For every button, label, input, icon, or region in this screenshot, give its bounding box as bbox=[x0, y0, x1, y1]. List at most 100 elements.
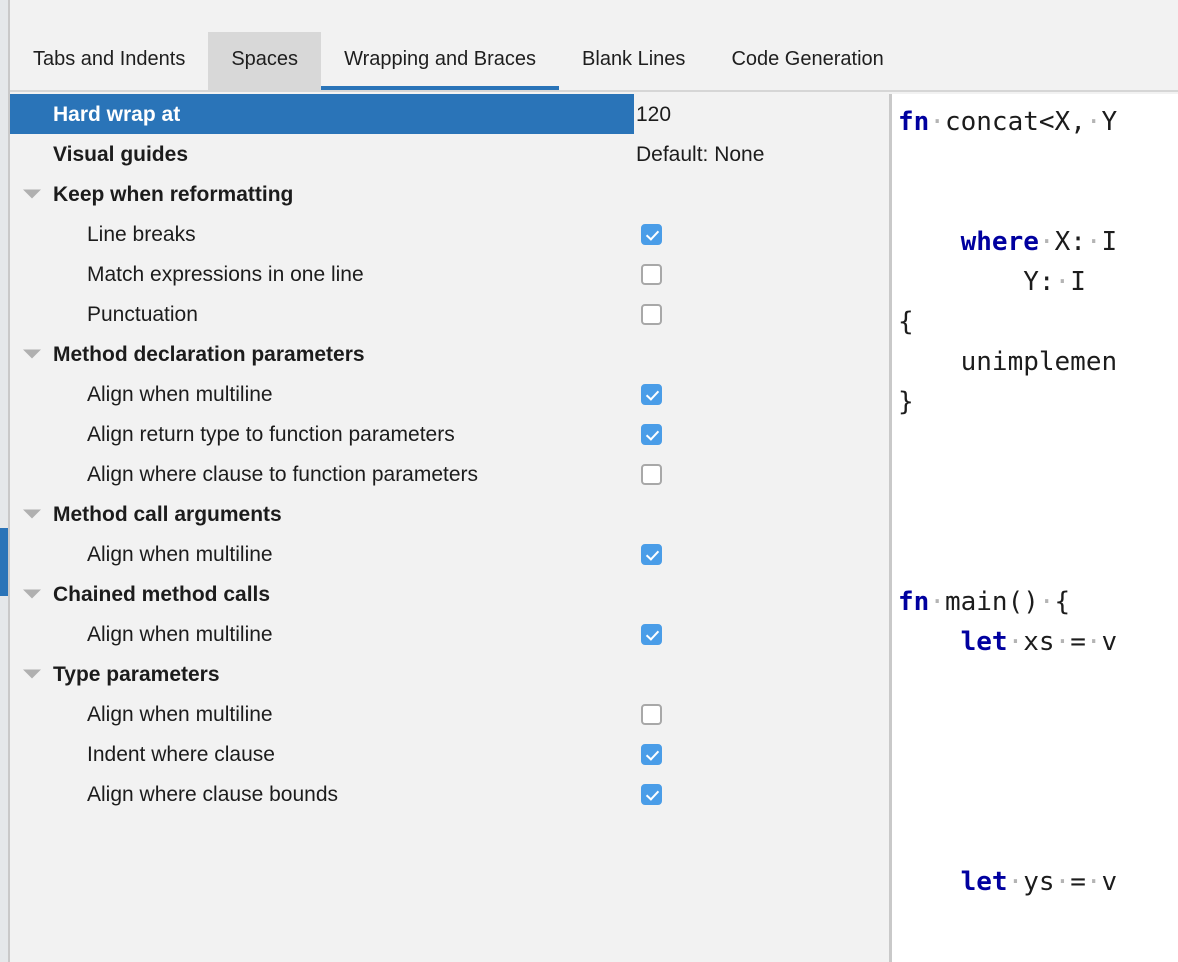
setting-name-cell[interactable]: Method declaration parameters bbox=[10, 334, 634, 374]
setting-value-cell[interactable]: 120 bbox=[634, 94, 889, 134]
settings-row[interactable]: Align when multiline bbox=[10, 374, 889, 414]
settings-row[interactable]: Indent where clause bbox=[10, 734, 889, 774]
setting-name-cell[interactable]: Punctuation bbox=[10, 294, 634, 334]
panel-vertical-scrollbar[interactable] bbox=[0, 0, 8, 962]
setting-name-cell[interactable]: Chained method calls bbox=[10, 574, 634, 614]
setting-name-cell[interactable]: Align return type to function parameters bbox=[10, 414, 634, 454]
setting-name-cell[interactable]: Align where clause to function parameter… bbox=[10, 454, 634, 494]
code-text: = bbox=[1070, 627, 1086, 657]
setting-name-cell[interactable]: Visual guides bbox=[10, 134, 634, 174]
code-text bbox=[898, 627, 961, 657]
code-keyword: let bbox=[960, 867, 1008, 897]
chevron-down-icon[interactable] bbox=[23, 509, 41, 519]
setting-name-cell[interactable]: Method call arguments bbox=[10, 494, 634, 534]
setting-value-cell[interactable]: Default: None bbox=[634, 134, 889, 174]
code-text: = bbox=[1070, 867, 1086, 897]
checkbox-checked[interactable] bbox=[641, 423, 662, 445]
code-line bbox=[898, 702, 1117, 742]
settings-row[interactable]: Align where clause bounds bbox=[10, 774, 889, 814]
settings-group-row[interactable]: Type parameters bbox=[10, 654, 889, 694]
setting-name-cell[interactable]: Hard wrap at bbox=[10, 94, 634, 134]
whitespace-dot: · bbox=[1007, 627, 1024, 657]
setting-value-cell[interactable] bbox=[634, 774, 889, 814]
code-line bbox=[898, 742, 1117, 782]
chevron-down-icon[interactable] bbox=[23, 189, 41, 199]
chevron-down-icon[interactable] bbox=[23, 349, 41, 359]
setting-label: Match expressions in one line bbox=[87, 262, 364, 286]
setting-label: Chained method calls bbox=[53, 582, 271, 606]
chevron-down-icon[interactable] bbox=[23, 589, 41, 599]
setting-value-cell[interactable] bbox=[634, 374, 889, 414]
tab-tabs-and-indents[interactable]: Tabs and Indents bbox=[33, 47, 186, 70]
code-preview-panel[interactable]: fn·concat<X,·Y where·X:·I Y:·I{ unimplem… bbox=[892, 94, 1178, 962]
whitespace-dot: · bbox=[1054, 267, 1071, 297]
whitespace-dot: · bbox=[1085, 627, 1102, 657]
setting-value-cell[interactable] bbox=[634, 614, 889, 654]
setting-value-cell[interactable] bbox=[634, 694, 889, 734]
tab-blank-lines[interactable]: Blank Lines bbox=[582, 47, 686, 70]
whitespace-dot: · bbox=[1038, 587, 1055, 617]
setting-name-cell[interactable]: Align when multiline bbox=[10, 614, 634, 654]
setting-name-cell[interactable]: Indent where clause bbox=[10, 734, 634, 774]
settings-group-row[interactable]: Method declaration parameters bbox=[10, 334, 889, 374]
checkbox-unchecked[interactable] bbox=[641, 703, 662, 725]
setting-value-cell[interactable] bbox=[634, 294, 889, 334]
setting-name-cell[interactable]: Match expressions in one line bbox=[10, 254, 634, 294]
code-text: unimplemen bbox=[898, 347, 1118, 377]
checkbox-unchecked[interactable] bbox=[641, 263, 662, 285]
setting-value-cell[interactable] bbox=[634, 414, 889, 454]
settings-row[interactable]: Line breaks bbox=[10, 214, 889, 254]
scrollbar-thumb[interactable] bbox=[0, 528, 8, 596]
checkbox-unchecked[interactable] bbox=[641, 303, 662, 325]
checkbox-checked[interactable] bbox=[641, 543, 662, 565]
setting-name-cell[interactable]: Line breaks bbox=[10, 214, 634, 254]
setting-value: Default: None bbox=[636, 142, 765, 166]
checkbox-checked[interactable] bbox=[641, 383, 662, 405]
setting-value-cell[interactable] bbox=[634, 534, 889, 574]
checkbox-checked[interactable] bbox=[641, 623, 662, 645]
tab-code-generation[interactable]: Code Generation bbox=[731, 47, 884, 70]
code-keyword: let bbox=[960, 627, 1008, 657]
setting-value-cell[interactable] bbox=[634, 214, 889, 254]
setting-name-cell[interactable]: Keep when reformatting bbox=[10, 174, 634, 214]
setting-value-cell[interactable] bbox=[634, 734, 889, 774]
checkbox-unchecked[interactable] bbox=[641, 463, 662, 485]
setting-name-cell[interactable]: Align when multiline bbox=[10, 374, 634, 414]
settings-row[interactable]: Match expressions in one line bbox=[10, 254, 889, 294]
setting-label: Punctuation bbox=[87, 302, 198, 326]
tab-spaces[interactable]: Spaces bbox=[208, 32, 322, 90]
setting-name-cell[interactable]: Align when multiline bbox=[10, 534, 634, 574]
setting-value-cell[interactable] bbox=[634, 454, 889, 494]
settings-row[interactable]: Align where clause to function parameter… bbox=[10, 454, 889, 494]
settings-group-row[interactable]: Method call arguments bbox=[10, 494, 889, 534]
checkbox-checked[interactable] bbox=[641, 743, 662, 765]
settings-row[interactable]: Align return type to function parameters bbox=[10, 414, 889, 454]
settings-group-row[interactable]: Keep when reformatting bbox=[10, 174, 889, 214]
setting-value-cell[interactable] bbox=[634, 254, 889, 294]
checkbox-checked[interactable] bbox=[641, 783, 662, 805]
code-line bbox=[898, 502, 1117, 542]
setting-name-cell[interactable]: Align where clause bounds bbox=[10, 774, 634, 814]
code-text bbox=[898, 867, 961, 897]
settings-row[interactable]: Align when multiline bbox=[10, 694, 889, 734]
whitespace-dot: · bbox=[1038, 227, 1055, 257]
setting-label: Keep when reformatting bbox=[53, 182, 294, 206]
settings-row[interactable]: Punctuation bbox=[10, 294, 889, 334]
tab-wrapping-and-braces[interactable]: Wrapping and Braces bbox=[321, 32, 560, 90]
settings-group-row[interactable]: Chained method calls bbox=[10, 574, 889, 614]
setting-label: Align where clause bounds bbox=[87, 782, 338, 806]
code-keyword: where bbox=[960, 227, 1039, 257]
code-text: main() bbox=[944, 587, 1039, 617]
setting-name-cell[interactable]: Align when multiline bbox=[10, 694, 634, 734]
settings-row[interactable]: Align when multiline bbox=[10, 614, 889, 654]
checkbox-checked[interactable] bbox=[641, 223, 662, 245]
settings-row[interactable]: Align when multiline bbox=[10, 534, 889, 574]
chevron-down-icon[interactable] bbox=[23, 669, 41, 679]
code-line bbox=[898, 422, 1117, 462]
code-text: I bbox=[1101, 227, 1118, 257]
setting-name-cell[interactable]: Type parameters bbox=[10, 654, 634, 694]
